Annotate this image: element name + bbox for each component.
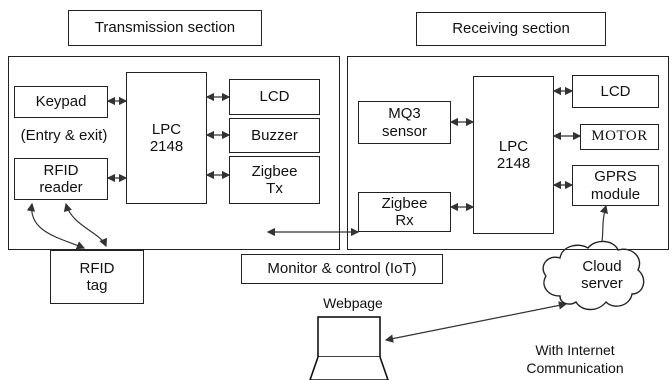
arrow-rfid-tag-2 <box>63 202 108 248</box>
webpage-label: Webpage <box>323 295 383 311</box>
mq3-sensor-block: MQ3 sensor <box>358 101 451 144</box>
zigbee-rx-block: Zigbee Rx <box>358 192 451 232</box>
transmission-section-frame <box>8 56 340 250</box>
lcd-tx-block: LCD <box>229 79 320 115</box>
lpc2148-tx-block: LPC 2148 <box>126 72 207 204</box>
transmission-section-title: Transmission section <box>68 10 262 46</box>
arrow-cloud-webpage <box>384 301 568 343</box>
cloud-shape <box>542 240 645 311</box>
lcd-rx-block: LCD <box>572 75 659 108</box>
rfid-tag-block: RFID tag <box>50 250 144 304</box>
monitor-control-label: Monitor & control (IoT) <box>241 254 443 284</box>
keypad-block: Keypad <box>14 86 108 118</box>
gprs-module-block: GPRS module <box>572 165 659 206</box>
receiving-section-frame <box>347 56 669 250</box>
internet-communication-label: With Internet Communication <box>526 342 624 376</box>
lpc2148-rx-block: LPC 2148 <box>473 76 554 234</box>
laptop-icon <box>309 316 389 380</box>
zigbee-tx-block: Zigbee Tx <box>229 156 320 204</box>
motor-block: MOTOR <box>580 124 659 150</box>
receiving-section-title: Receiving section <box>416 12 606 46</box>
buzzer-block: Buzzer <box>229 118 320 153</box>
rfid-reader-block: RFID reader <box>14 158 108 200</box>
entry-exit-label: (Entry & exit) <box>20 127 108 144</box>
cloud-server-label: Cloud server <box>581 258 623 293</box>
